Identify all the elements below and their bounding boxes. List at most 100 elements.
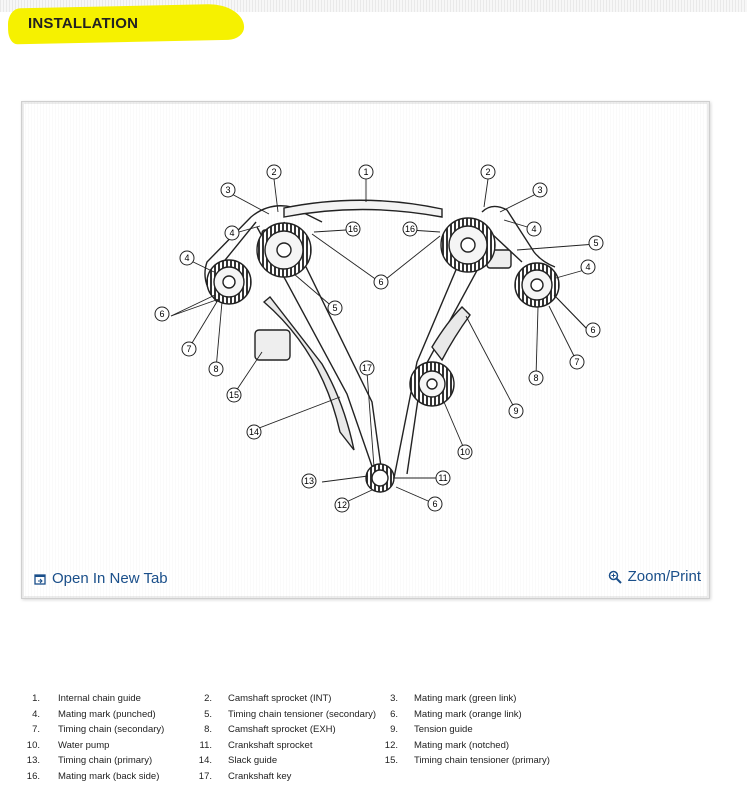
legend-number: 9. xyxy=(390,724,398,735)
legend-number: 12. xyxy=(384,739,398,751)
legend-label: Slack guide xyxy=(228,755,278,766)
svg-text:3: 3 xyxy=(225,185,230,195)
callout-8-right: 8 xyxy=(528,370,544,386)
callout-3-right: 3 xyxy=(532,182,548,198)
callout-9: 9 xyxy=(508,403,524,419)
legend-number: 4. xyxy=(32,708,40,720)
open-new-tab-icon xyxy=(34,573,46,585)
legend-label: Crankshaft sprocket xyxy=(228,739,313,751)
svg-text:17: 17 xyxy=(362,363,372,373)
callout-16-left: 16 xyxy=(345,221,361,237)
tension-guide xyxy=(431,306,471,362)
callout-8-left: 8 xyxy=(208,361,224,377)
callout-11: 11 xyxy=(435,470,451,486)
legend-row: 10. Water pump 11. Crankshaft sprocket 12. Ma… xyxy=(0,740,747,756)
callout-13: 13 xyxy=(301,473,317,489)
svg-text:7: 7 xyxy=(186,344,191,354)
section-title: INSTALLATION xyxy=(28,15,139,32)
legend-label: Water pump xyxy=(58,739,110,751)
legend-label: Mating mark (green link) xyxy=(414,693,517,704)
legend-label: Camshaft sprocket (EXH) xyxy=(228,724,336,735)
legend-number: 11. xyxy=(199,739,212,751)
callout-5-right: 5 xyxy=(588,235,604,251)
legend-row: 16.Mating mark (back side)17.Crankshaft … xyxy=(0,771,747,787)
legend-row: 1. Internal chain guide 2. Camshaft sprocke… xyxy=(0,693,747,709)
tensioner-primary xyxy=(254,329,291,361)
callout-4-c: 4 xyxy=(179,250,195,266)
legend-number: 15. xyxy=(384,755,398,766)
svg-text:3: 3 xyxy=(537,185,542,195)
callout-2-right: 2 xyxy=(480,164,496,180)
open-new-tab-link[interactable]: Open In New Tab xyxy=(34,570,168,587)
svg-text:13: 13 xyxy=(304,476,314,486)
legend-number: 2. xyxy=(204,693,212,704)
svg-text:7: 7 xyxy=(574,357,579,367)
svg-text:9: 9 xyxy=(513,406,518,416)
figure-panel: 1 2 2 3 3 4 4 4 4 16 16 5 5 6 6 6 6 7 7 … xyxy=(21,101,710,599)
slack-guide xyxy=(262,295,355,451)
legend-row: 7. Timing chain (secondary) 8. Camshaft spr… xyxy=(0,724,747,740)
legend-number: 10. xyxy=(26,739,40,751)
figure-background xyxy=(22,102,709,598)
legend-number: 13. xyxy=(26,755,40,766)
callout-5-left: 5 xyxy=(327,300,343,316)
callout-15: 15 xyxy=(226,387,242,403)
callout-4-a: 4 xyxy=(224,225,240,241)
legend-row: 4.Mating mark (punched)5.Timing chain te… xyxy=(0,709,747,725)
legend-label: Mating mark (notched) xyxy=(414,739,510,751)
legend-number: 8. xyxy=(204,724,212,735)
svg-text:5: 5 xyxy=(332,303,337,313)
legend-number: 1. xyxy=(32,693,40,704)
svg-text:12: 12 xyxy=(337,500,347,510)
svg-text:16: 16 xyxy=(348,224,358,234)
callout-6-center: 6 xyxy=(373,274,389,290)
svg-text:6: 6 xyxy=(590,325,595,335)
zoom-print-label: Zoom/Print xyxy=(627,568,701,585)
callout-3-left: 3 xyxy=(220,182,236,198)
legend-label: Camshaft sprocket (INT) xyxy=(228,693,332,704)
callout-6-right: 6 xyxy=(585,322,601,338)
svg-text:1: 1 xyxy=(363,167,368,177)
callouts: 1 2 2 3 3 4 4 4 4 16 16 5 5 6 6 6 6 7 7 … xyxy=(154,164,604,513)
callout-1: 1 xyxy=(358,164,374,180)
section-heading: INSTALLATION xyxy=(7,3,245,45)
legend-number: 3. xyxy=(390,693,398,704)
zoom-print-link[interactable]: Zoom/Print xyxy=(608,568,701,585)
legend-number: 6. xyxy=(390,708,398,720)
callout-6-bottom: 6 xyxy=(427,496,443,512)
svg-text:8: 8 xyxy=(533,373,538,383)
open-new-tab-label: Open In New Tab xyxy=(52,570,168,587)
callout-4-b: 4 xyxy=(526,221,542,237)
svg-text:6: 6 xyxy=(432,499,437,509)
svg-text:15: 15 xyxy=(229,390,239,400)
svg-text:4: 4 xyxy=(184,253,189,263)
legend-number: 14. xyxy=(198,755,212,766)
legend-number: 7. xyxy=(32,724,40,735)
callout-7-right: 7 xyxy=(569,354,585,370)
callout-2-left: 2 xyxy=(266,164,282,180)
internal-chain-guide xyxy=(283,199,443,218)
callout-16-right: 16 xyxy=(402,221,418,237)
legend-number: 5. xyxy=(204,708,212,720)
callout-17: 17 xyxy=(359,360,375,376)
legend-number: 16. xyxy=(26,770,40,782)
svg-text:2: 2 xyxy=(485,167,490,177)
callout-4-d: 4 xyxy=(580,259,596,275)
zoom-icon xyxy=(608,570,622,584)
svg-text:6: 6 xyxy=(159,309,164,319)
svg-text:4: 4 xyxy=(585,262,590,272)
legend-label: Timing chain (secondary) xyxy=(58,724,165,735)
callout-10: 10 xyxy=(457,444,473,460)
legend-label: Mating mark (back side) xyxy=(58,770,160,782)
svg-text:6: 6 xyxy=(378,277,383,287)
svg-text:5: 5 xyxy=(593,238,598,248)
callout-12: 12 xyxy=(334,497,350,513)
callout-6-left: 6 xyxy=(154,306,170,322)
legend-label: Timing chain tensioner (primary) xyxy=(414,755,550,766)
svg-text:4: 4 xyxy=(229,228,234,238)
svg-text:16: 16 xyxy=(405,224,415,234)
svg-text:4: 4 xyxy=(531,224,536,234)
callout-14: 14 xyxy=(246,424,262,440)
legend-label: Internal chain guide xyxy=(58,693,141,704)
svg-text:10: 10 xyxy=(460,447,470,457)
